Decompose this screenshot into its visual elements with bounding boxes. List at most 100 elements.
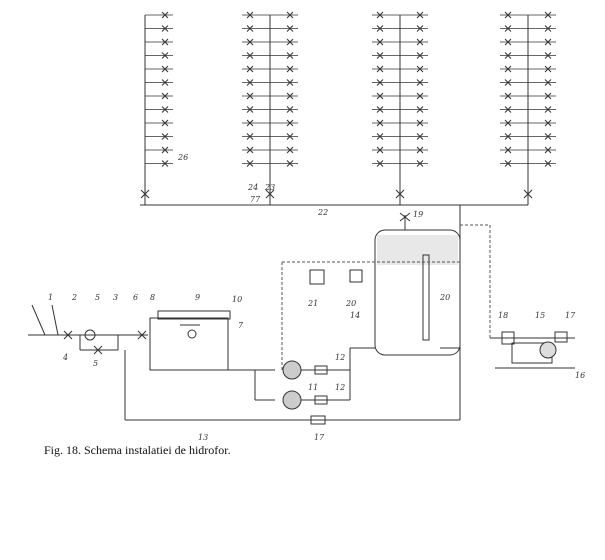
label-6: 6 [133,293,138,302]
compressor-group [490,331,575,369]
tap-valve [416,79,424,86]
tap-valve [161,119,169,127]
label-20a: 20 [345,299,356,308]
riser-shutoff-valve [395,189,405,199]
hydrophore-schematic: 1 2 5 3 6 4 5 8 9 10 7 21 20 14 20 19 12… [28,11,585,440]
tap-valve [504,160,512,167]
tap-valve [544,92,552,100]
tap-valve [376,38,384,46]
tap-valve [161,65,169,73]
tap-valve [286,146,294,154]
label-22: 22 [317,208,328,217]
label-13: 13 [198,433,208,440]
tap-valve [416,160,424,167]
label-9: 9 [195,293,200,302]
pump-group [248,347,375,410]
riser [500,11,556,205]
tap-valve [161,92,169,100]
tap-valve [504,119,512,127]
label-5a: 5 [95,293,100,302]
pump-2 [282,390,302,410]
label-4: 4 [62,353,68,362]
tap-valve [246,119,254,127]
label-26: 26 [177,153,188,162]
label-12a: 12 [335,353,345,362]
tap-valve [161,106,169,113]
tap-valve [504,52,512,59]
label-8: 8 [150,293,155,302]
distribution-collector [140,204,528,420]
riser [140,11,173,205]
tap-valve [246,79,254,86]
tap-valve [286,52,294,59]
tap-valve [544,133,552,140]
pump-1 [282,360,302,380]
label-3: 3 [113,293,118,302]
tap-valve [416,25,424,32]
label-15: 15 [535,311,545,320]
inlet-line [28,304,148,351]
control-lines [281,224,491,370]
level-gauge [422,254,430,341]
tap-valve [544,119,552,127]
water-meter [84,329,96,341]
tap-valve [416,38,424,46]
tap-valve [286,133,294,140]
tap-valve [376,11,384,19]
bypass-check-valve [310,415,326,425]
tap-valve [544,160,552,167]
tap-valve [416,119,424,127]
tap-valve [544,52,552,59]
tap-valve [246,38,254,46]
tap-valve [246,25,254,32]
tap-valve [416,11,424,19]
label-7: 7 [238,321,244,330]
label-17b: 17 [565,311,576,320]
label-16: 16 [575,371,585,380]
tap-valve [286,79,294,86]
pressure-switch [309,269,325,285]
label-19: 19 [413,210,423,219]
tap-valve [376,106,384,113]
tap-valve [246,52,254,59]
tap-valve [161,38,169,46]
tap-valve [544,65,552,73]
figure-caption: Fig. 18. Schema instalatiei de hidrofor. [44,443,231,457]
tap-valve [504,65,512,73]
tap-valve [504,106,512,113]
riser [242,11,298,205]
label-11: 11 [308,383,318,392]
label-21: 21 [307,299,318,308]
tap-valve [286,25,294,32]
label-5b: 5 [93,359,98,368]
label-10: 10 [232,295,242,304]
tap-valve [161,133,169,140]
tap-valve [376,133,384,140]
tap-valve [376,146,384,154]
riser-shutoff-valve [265,189,275,199]
pressure-valve-top [399,212,411,230]
tap-valve [544,106,552,113]
tap-valve [416,92,424,100]
tap-valve [544,25,552,32]
tap-valve [246,146,254,154]
pressure-tank [374,229,461,356]
tap-valve [161,79,169,86]
return-line [124,350,460,421]
tap-valve [161,146,169,154]
label-18: 18 [498,311,508,320]
tap-valve [504,79,512,86]
tap-valve [286,119,294,127]
riser-shutoff-valve [523,189,533,199]
break-tank [149,310,248,371]
tap-valve [246,160,254,167]
tap-valve [416,146,424,154]
label-17a: 17 [314,433,325,440]
tap-valve [544,38,552,46]
tap-valve [286,11,294,19]
tap-valve [544,11,552,19]
tap-valve [286,92,294,100]
manometer-box [349,269,363,283]
tap-valve [376,119,384,127]
tap-valve [504,133,512,140]
